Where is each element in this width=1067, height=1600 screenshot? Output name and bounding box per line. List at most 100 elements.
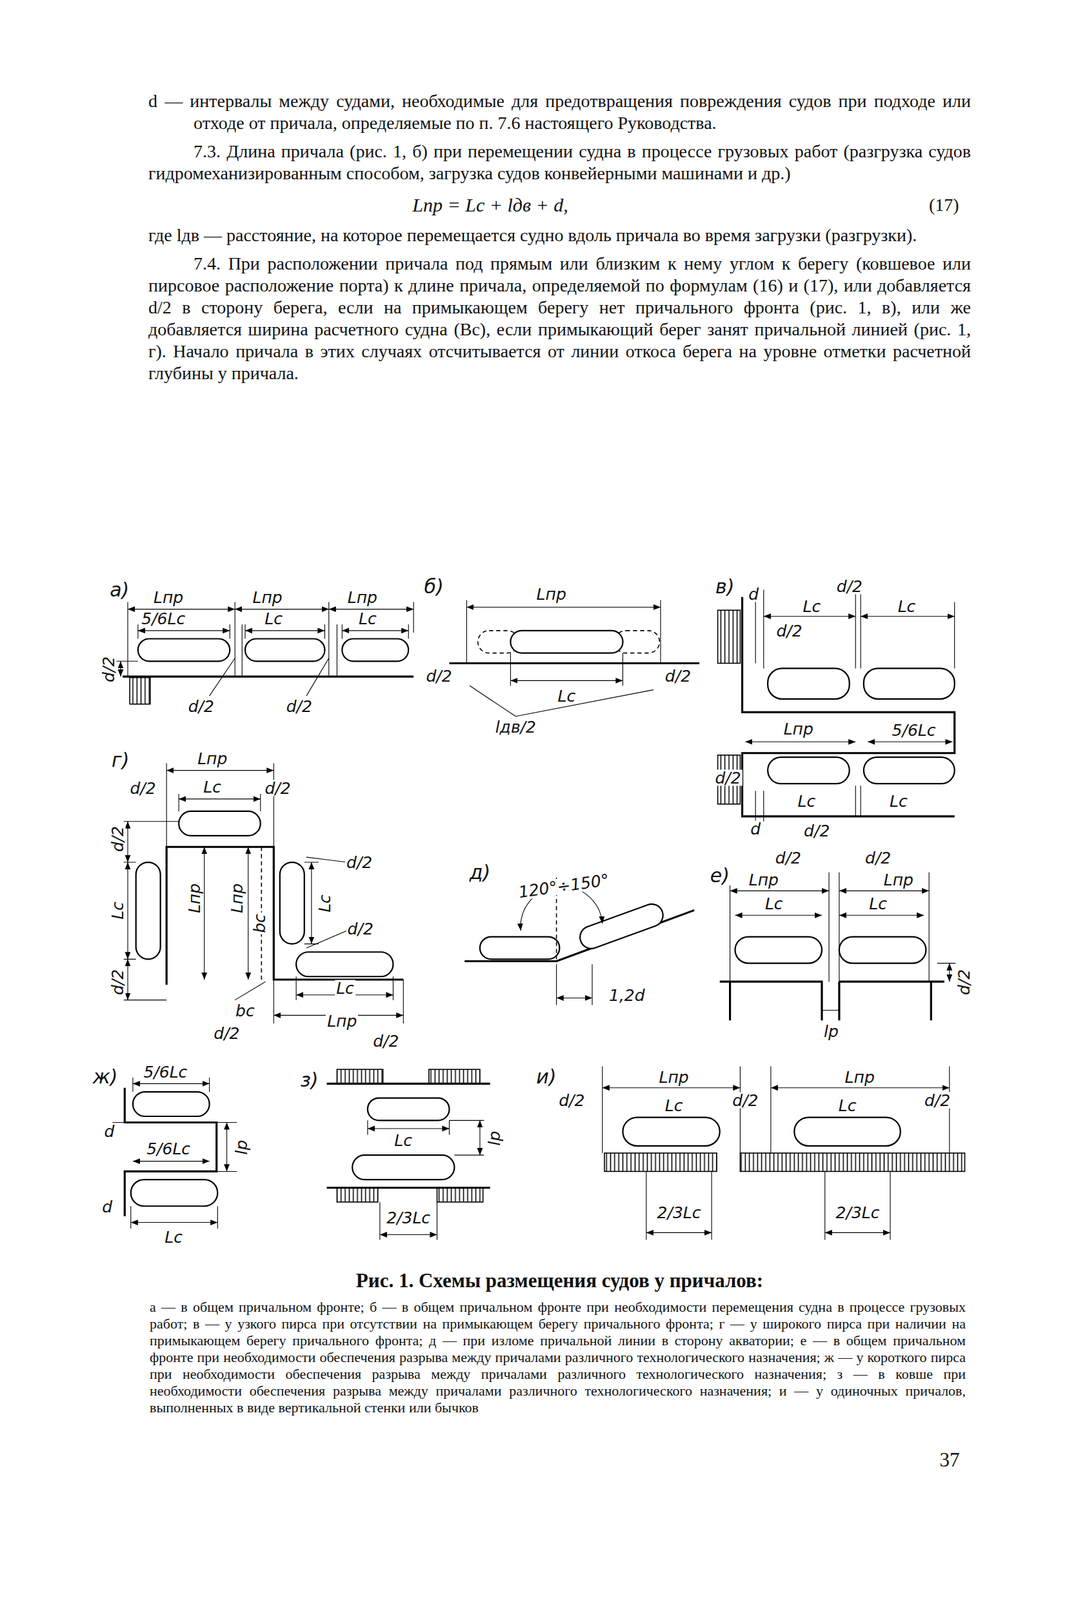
dimension-label: 2/3Lc	[656, 1205, 703, 1222]
subfigure-letter: е)	[708, 866, 731, 886]
subfigure-letter: б)	[423, 577, 446, 597]
dimension-label: d/2	[212, 1025, 241, 1042]
scheme-v-part	[863, 668, 955, 699]
dimension-label: Lc	[837, 1097, 858, 1115]
body-paragraph: d — интервалы между судами, необходимые …	[148, 90, 971, 135]
scheme-z	[327, 1069, 491, 1240]
scheme-e	[719, 872, 957, 1021]
dimension-label: Lc	[334, 980, 356, 997]
dimension-label: Lc	[796, 793, 818, 810]
scheme-d-part	[556, 997, 593, 999]
scheme-a-part	[245, 630, 325, 631]
scheme-i-part	[825, 1232, 891, 1234]
scheme-v-part	[717, 610, 741, 664]
scheme-e-part	[734, 915, 822, 917]
dimension-label: d/2	[835, 578, 864, 595]
subfigure-letter: г)	[110, 750, 131, 771]
dimension-label: lр	[486, 1129, 503, 1147]
scheme-e-part	[730, 890, 829, 892]
scheme-g-part	[310, 862, 312, 945]
body-paragraph: 7.4. При расположении причала под прямым…	[148, 252, 971, 385]
dimension-label: Lпр	[882, 872, 915, 889]
scheme-g-part	[279, 862, 305, 945]
dimension-label: lр	[232, 1139, 250, 1157]
subfigure-letter: и)	[534, 1067, 558, 1087]
scheme-zh-part	[132, 1083, 210, 1085]
dimension-label: d/2	[956, 968, 973, 997]
dimension-label: Lc	[357, 610, 379, 628]
scheme-zh-part	[132, 1092, 210, 1117]
scheme-g-part	[166, 770, 274, 771]
dimension-label: d/2	[774, 849, 803, 866]
scheme-v	[717, 579, 955, 822]
dimension-label: d/2	[863, 849, 893, 866]
scheme-zh	[112, 1077, 237, 1229]
dimension-label: d	[747, 586, 760, 603]
scheme-z-part	[436, 1188, 483, 1203]
dimension-label: d/2	[663, 667, 693, 684]
scheme-v-part	[860, 616, 955, 617]
scheme-b	[448, 599, 700, 717]
page-number: 37	[939, 1450, 960, 1471]
dimension-label: d/2	[263, 779, 292, 797]
scheme-z-part	[327, 1083, 491, 1188]
dimension-label: 5/6Lc	[139, 610, 187, 628]
scheme-e-part	[839, 915, 924, 917]
dimension-label: d	[102, 1123, 116, 1140]
scheme-a-part	[234, 608, 330, 610]
scheme-z-part	[379, 1234, 438, 1236]
dimension-label: Lпр	[185, 882, 202, 915]
dimension-label: Lпр	[843, 1068, 877, 1086]
dimension-label: d	[100, 1198, 114, 1215]
scheme-d-part	[479, 937, 560, 960]
subfigure-letter: а)	[108, 580, 131, 600]
scheme-e-part	[730, 872, 957, 1011]
scheme-zh-part	[112, 1077, 237, 1229]
dimension-label: 5/6Lc	[145, 1140, 192, 1157]
dimension-label: Lc	[201, 779, 223, 796]
scheme-a-part	[138, 630, 230, 631]
scheme-v-part	[863, 757, 955, 784]
scheme-i-part	[794, 1117, 901, 1147]
dimension-label: d/2	[923, 1092, 952, 1109]
scheme-zh-part	[130, 1222, 218, 1224]
dimension-label: Lc	[316, 893, 333, 915]
dimension-label: Lc	[888, 793, 909, 810]
dimension-label: d/2	[802, 823, 831, 840]
dimension-label: d/2	[345, 854, 374, 871]
scheme-i-part	[602, 1087, 741, 1089]
scheme-g-part	[166, 847, 404, 986]
scheme-d-part	[576, 901, 666, 953]
dimension-label: d/2	[730, 1092, 760, 1109]
scheme-i-part	[770, 1087, 950, 1089]
scheme-g-part	[123, 763, 404, 1024]
dimension-label: d/2	[346, 921, 375, 938]
subfigure-letter: в)	[714, 577, 736, 597]
scheme-z-part	[367, 1128, 450, 1129]
dimension-label: d/2	[109, 968, 126, 997]
scheme-a-part	[129, 678, 151, 705]
scheme-z-part	[367, 1098, 450, 1122]
scheme-a-part	[127, 608, 235, 610]
dimension-label: d/2	[109, 825, 126, 854]
scheme-g-part	[136, 862, 161, 960]
scheme-v-part	[767, 757, 850, 784]
scheme-a-part	[138, 639, 230, 662]
scheme-g-part	[296, 952, 393, 977]
scheme-i-part	[739, 1153, 965, 1172]
scheme-b-part	[466, 599, 661, 717]
dimension-label: 1,2d	[607, 987, 647, 1004]
formula: Lпр = Lс + lдв + d,	[412, 193, 568, 217]
scheme-a-part	[114, 602, 414, 697]
scheme-a-part	[122, 675, 414, 678]
equation-number: (17)	[928, 193, 960, 217]
scheme-a-part	[341, 639, 409, 662]
scheme-e-part	[719, 981, 945, 1021]
dimension-label: Lc	[163, 1229, 184, 1246]
dimension-label: Lc	[896, 598, 918, 615]
scheme-i	[602, 1066, 966, 1240]
dimension-label: lр	[822, 1023, 840, 1040]
body-paragraph: где lдв — расстояние, на которое перемещ…	[148, 224, 971, 247]
scheme-z-part	[352, 1155, 455, 1180]
